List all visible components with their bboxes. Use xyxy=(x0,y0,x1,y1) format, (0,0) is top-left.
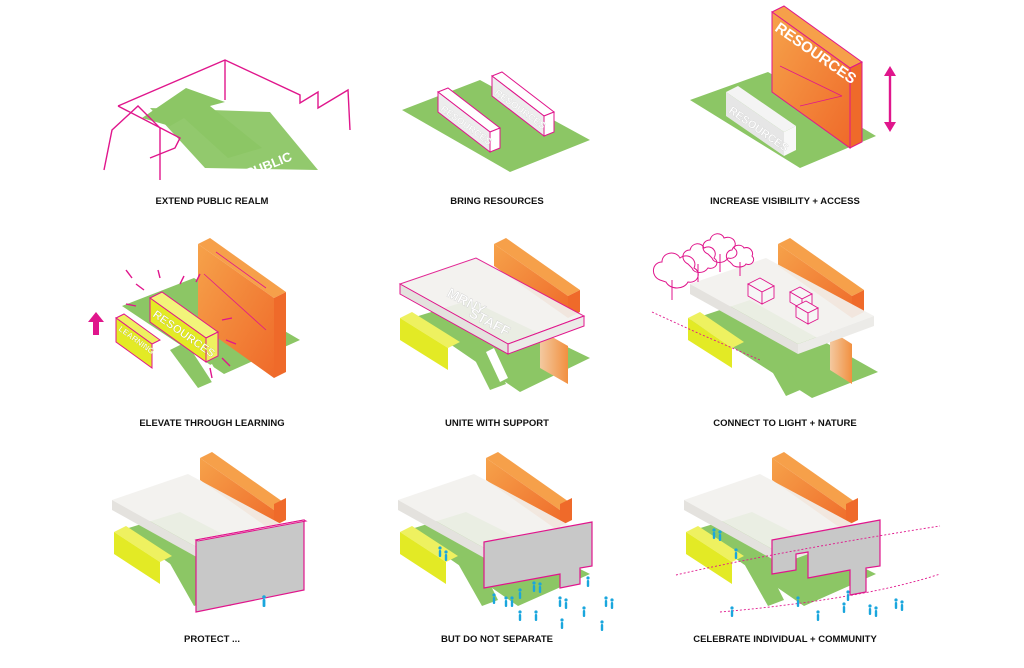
permeable-wall xyxy=(483,521,593,589)
person-icon xyxy=(510,596,514,607)
caption-2: BRING RESOURCES xyxy=(450,196,543,207)
panel-increase-visibility: RESOURCES RESOURCES xyxy=(690,5,896,168)
person-icon xyxy=(610,598,614,609)
person-icon xyxy=(582,606,586,617)
person-icon xyxy=(538,582,542,593)
context-outline xyxy=(103,105,161,180)
person-icon xyxy=(586,576,590,587)
person-icon xyxy=(718,530,722,541)
person-icon xyxy=(262,595,266,607)
person-icon xyxy=(532,581,536,592)
person-icon xyxy=(604,596,608,607)
person-icon xyxy=(558,596,562,607)
person-icon xyxy=(846,590,850,601)
people-group xyxy=(712,528,904,621)
resources-wall xyxy=(198,238,286,378)
panel-unite-support: MRNY STAFF xyxy=(398,238,590,392)
person-icon xyxy=(518,588,522,599)
arrow-shape xyxy=(142,88,262,158)
person-icon xyxy=(504,596,508,607)
protective-wall xyxy=(194,519,308,613)
person-icon xyxy=(816,610,820,621)
person-icon xyxy=(444,550,448,561)
panel-do-not-separate xyxy=(398,452,614,631)
person-icon xyxy=(560,618,564,629)
panel-protect xyxy=(112,452,308,613)
person-icon xyxy=(894,598,898,609)
person-icon xyxy=(534,610,538,621)
caption-8: BUT DO NOT SEPARATE xyxy=(441,634,553,645)
people-group xyxy=(438,546,614,631)
panel-extend-public-realm: PUBLIC xyxy=(103,59,351,181)
person-icon xyxy=(518,610,522,621)
site-line xyxy=(651,311,761,361)
site-line xyxy=(675,525,941,576)
person-icon xyxy=(796,596,800,607)
person-icon xyxy=(874,606,878,617)
caption-5: UNITE WITH SUPPORT xyxy=(445,418,549,429)
sculpted-wall xyxy=(771,519,881,596)
panel-elevate-learning: LEARNING RESOURCES xyxy=(88,238,300,388)
panel-bring-resources: RESOURCES RESOURCES xyxy=(402,71,590,172)
caption-1: EXTEND PUBLIC REALM xyxy=(156,196,269,207)
context-outline xyxy=(117,59,351,131)
ground-plane xyxy=(690,300,878,398)
context-outline xyxy=(117,105,181,159)
person-icon xyxy=(600,620,604,631)
person-icon xyxy=(900,600,904,611)
caption-3: INCREASE VISIBILITY + ACCESS xyxy=(710,196,860,207)
person-icon xyxy=(492,593,496,604)
panel-connect-light-nature xyxy=(651,233,878,398)
caption-9: CELEBRATE INDIVIDUAL + COMMUNITY xyxy=(693,634,877,645)
caption-7: PROTECT ... xyxy=(184,634,240,645)
vertical-arrow-icon xyxy=(884,66,896,132)
person-icon xyxy=(712,528,716,539)
resources-wall: RESOURCES xyxy=(771,5,863,149)
caption-4: ELEVATE THROUGH LEARNING xyxy=(139,418,284,429)
glow-rays xyxy=(125,269,237,379)
caption-6: CONNECT TO LIGHT + NATURE xyxy=(713,418,856,429)
staff-slab: MRNY STAFF xyxy=(398,257,586,355)
tree-outline-icon xyxy=(653,233,755,300)
person-icon xyxy=(734,548,738,559)
person-icon xyxy=(730,606,734,617)
up-arrow-icon xyxy=(88,312,104,335)
person-icon xyxy=(438,546,442,557)
person-icon xyxy=(564,598,568,609)
person-icon xyxy=(842,602,846,613)
panel-celebrate xyxy=(675,452,941,621)
skylight-box xyxy=(747,277,819,325)
person-icon xyxy=(868,604,872,615)
